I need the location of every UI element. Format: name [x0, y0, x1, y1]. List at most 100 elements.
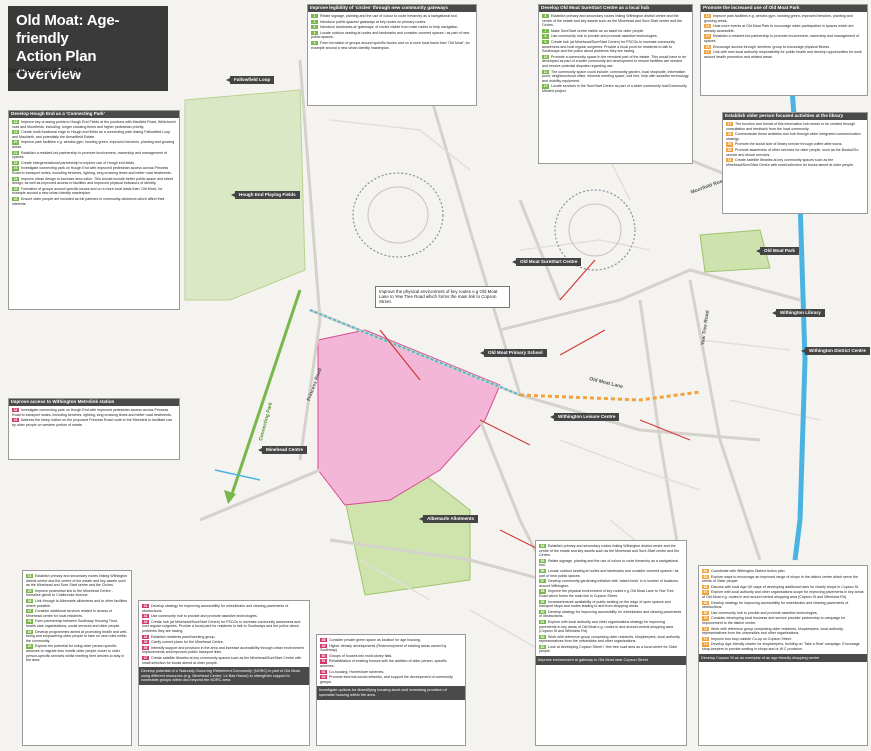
key-route-orange: [519, 390, 701, 402]
version-label: Version: 2013_02_04: [8, 66, 82, 75]
panel-old-moat-park: Promote the increased use of Old Moat Pa…: [700, 4, 868, 96]
place-fallowfield-loop: Fallowfield Loop: [225, 76, 275, 84]
panel-library: Establish older person focused activitie…: [722, 112, 868, 214]
key-route-teal: [309, 309, 521, 396]
norc-area: [317, 329, 501, 506]
title-line-1: Old Moat: Age-friendly: [16, 12, 120, 47]
place-old-moat-park: Old Moat Park: [756, 247, 799, 255]
place-withington-district-centre: Withington District Centre: [801, 347, 870, 355]
panel-norc-footer: Develop potential of a 'Naturally Occurr…: [139, 667, 309, 685]
place-old-moat-primary: Old Moat Primary School: [480, 349, 547, 357]
panel-library-title: Establish older person focused activitie…: [723, 113, 867, 120]
panel-surestart-title: Develop Old Moat SureStart Centre as a l…: [539, 5, 692, 12]
callout-key-routes: Improve the physical environment of key …: [375, 286, 510, 308]
panel-metrolink-title: Improve access to Withington Metrolink s…: [9, 399, 179, 406]
panel-gateway-footer: Improve environment at gateway to Old Mo…: [536, 656, 686, 665]
panel-surestart: Develop Old Moat SureStart Centre as a l…: [538, 4, 693, 164]
place-albemarle-allotments: Albemarle Allotments: [418, 515, 479, 523]
panel-legibility: Improve legibility of 'circles' through …: [307, 4, 477, 106]
place-withington-library: Withington Library: [772, 309, 825, 317]
title-line-2: Action Plan Overview: [16, 48, 97, 83]
connecting-park-arrow: [228, 289, 302, 501]
place-minehead-centre: Minehead Centre: [257, 446, 308, 454]
circle-west: [352, 172, 444, 258]
panel-old-moat-park-title: Promote the increased use of Old Moat Pa…: [701, 5, 867, 12]
place-hough-end: Hough End Playing Fields: [231, 191, 300, 199]
panel-metrolink: Improve access to Withington Metrolink s…: [8, 398, 180, 460]
place-old-moat-surestart: Old Moat SureStart Centre: [511, 258, 582, 266]
page-title: Old Moat: Age-friendly Action Plan Overv…: [8, 6, 168, 91]
